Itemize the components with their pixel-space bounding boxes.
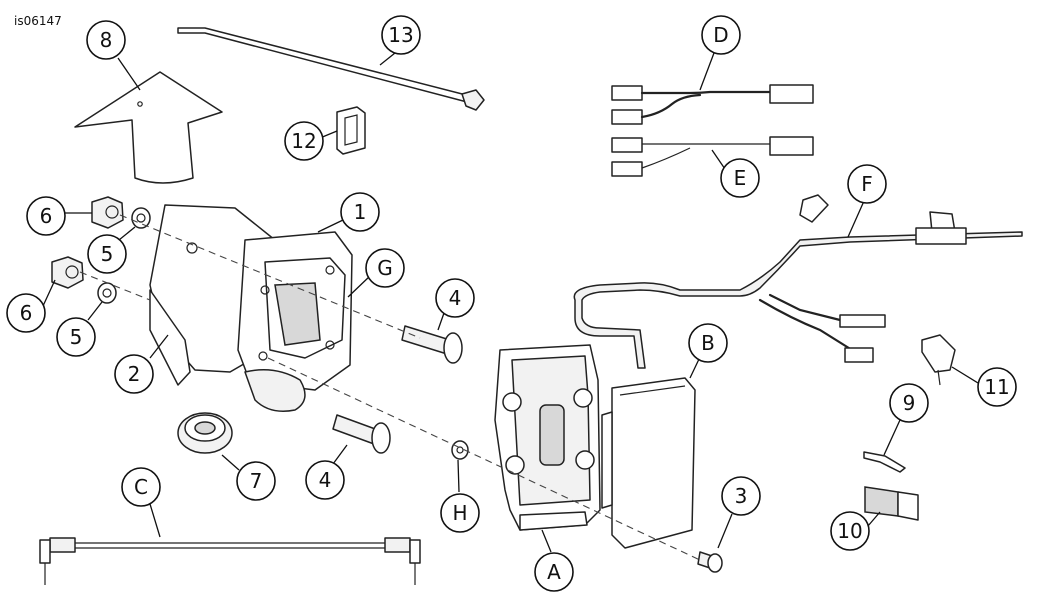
callout-12: 12: [284, 121, 324, 161]
callout-5-upper: 5: [87, 234, 127, 274]
part-E-harness: [611, 136, 814, 177]
callout-B: B: [688, 323, 728, 363]
assembly-line-lower: [267, 357, 701, 561]
svg-text:11: 11: [984, 375, 1009, 399]
part-2-bracket: [149, 242, 198, 386]
svg-text:3: 3: [735, 484, 748, 508]
assembly-line-upper: [119, 214, 421, 339]
svg-text:E: E: [734, 166, 747, 190]
svg-text:4: 4: [449, 286, 462, 310]
svg-text:B: B: [701, 331, 715, 355]
part-8-pad: [74, 71, 223, 184]
part-4-screw-lower: [332, 414, 391, 454]
svg-text:4: 4: [319, 468, 332, 492]
part-12-clip: [336, 106, 366, 155]
callout-11: 11: [977, 367, 1017, 407]
callout-3: 3: [721, 476, 761, 516]
callout-C: C: [121, 467, 161, 507]
svg-text:13: 13: [388, 23, 413, 47]
callout-4-lower: 4: [305, 460, 345, 500]
svg-text:G: G: [377, 256, 393, 280]
svg-text:9: 9: [903, 391, 916, 415]
svg-text:12: 12: [291, 129, 316, 153]
part-6-nut-lower: [51, 256, 84, 289]
part-F-harness: [573, 194, 1023, 369]
callout-9: 9: [889, 383, 929, 423]
callout-13: 13: [381, 15, 421, 55]
part-13-cable-tie: [177, 27, 485, 111]
svg-text:6: 6: [40, 204, 53, 228]
callout-D: D: [701, 15, 741, 55]
callout-2: 2: [114, 354, 154, 394]
part-B-device: [601, 377, 696, 549]
callout-5-lower: 5: [56, 317, 96, 357]
svg-text:H: H: [452, 501, 467, 525]
callout-1: 1: [340, 192, 380, 232]
part-11-fuse: [921, 334, 956, 386]
part-4-screw-upper: [401, 325, 463, 364]
callout-7: 7: [236, 461, 276, 501]
figure-id: is06147: [14, 14, 62, 28]
svg-text:F: F: [861, 172, 873, 196]
svg-text:7: 7: [250, 469, 263, 493]
callout-8: 8: [86, 20, 126, 60]
callout-E: E: [720, 158, 760, 198]
part-9-terminal: [863, 451, 906, 473]
svg-text:2: 2: [128, 362, 141, 386]
callout-F: F: [847, 164, 887, 204]
svg-text:A: A: [547, 560, 561, 584]
part-H-washer: [451, 440, 469, 460]
svg-text:8: 8: [100, 28, 113, 52]
callout-6-upper: 6: [26, 196, 66, 236]
callout-A: A: [534, 552, 574, 592]
assembly-line-upper-b: [79, 271, 151, 301]
part-1-housing: [149, 204, 353, 412]
part-A-cradle: [494, 344, 601, 531]
callout-H: H: [440, 493, 480, 533]
callout-10: 10: [830, 511, 870, 551]
part-D-harness: [611, 84, 814, 125]
svg-text:5: 5: [101, 242, 114, 266]
part-3-screw: [697, 551, 723, 573]
part-5-washer-upper: [131, 207, 151, 229]
part-C-audio-cable: [39, 537, 421, 585]
part-5-washer-lower: [97, 282, 117, 304]
svg-text:10: 10: [837, 519, 862, 543]
part-7-grommet: [177, 412, 233, 454]
svg-text:1: 1: [354, 200, 367, 224]
leader-lines: [42, 52, 979, 553]
svg-text:C: C: [134, 475, 148, 499]
callout-6-lower: 6: [6, 293, 46, 333]
part-6-nut-upper: [91, 196, 124, 229]
svg-text:D: D: [713, 23, 728, 47]
svg-text:5: 5: [70, 325, 83, 349]
svg-text:6: 6: [20, 301, 33, 325]
part-10-connector: [864, 486, 919, 521]
callout-G: G: [365, 248, 405, 288]
callout-4-upper: 4: [435, 278, 475, 318]
